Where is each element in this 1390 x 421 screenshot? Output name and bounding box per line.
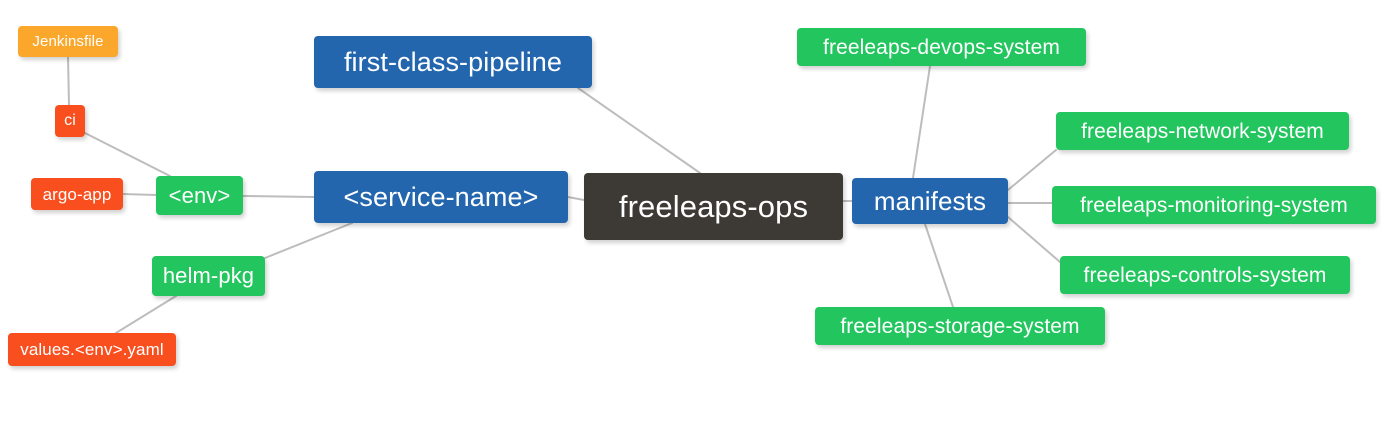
mindmap-node-label: freeleaps-monitoring-system	[1080, 193, 1348, 217]
mindmap-edge	[264, 222, 353, 259]
mindmap-node-argo-app[interactable]: argo-app	[31, 178, 123, 210]
mindmap-node-label: Jenkinsfile	[32, 33, 104, 50]
mindmap-node-label: ci	[64, 112, 76, 129]
mindmap-node-label: freeleaps-devops-system	[823, 35, 1060, 59]
mindmap-node-label: first-class-pipeline	[343, 46, 563, 77]
mindmap-node-env[interactable]: <env>	[156, 176, 243, 215]
mindmap-edge	[84, 132, 171, 177]
mindmap-edge	[912, 65, 931, 179]
mindmap-node-manifests[interactable]: manifests	[852, 178, 1008, 224]
mindmap-edge	[67, 56, 70, 106]
mindmap-edge	[115, 295, 177, 334]
mindmap-node-first-class-pipeline[interactable]: first-class-pipeline	[314, 36, 592, 88]
mindmap-node-service-name[interactable]: <service-name>	[314, 171, 568, 223]
mindmap-edge	[567, 196, 585, 201]
mindmap-edge	[924, 223, 954, 308]
mindmap-node-label: freeleaps-storage-system	[840, 314, 1080, 338]
mindmap-node-freeleaps-ops[interactable]: freeleaps-ops	[584, 173, 843, 240]
mindmap-edge	[242, 195, 315, 198]
mindmap-node-label: values.<env>.yaml	[20, 340, 164, 359]
mindmap-edge	[577, 87, 701, 174]
mindmap-node-values-env-yaml[interactable]: values.<env>.yaml	[8, 333, 176, 366]
mindmap-node-label: <env>	[168, 182, 231, 208]
mindmap-node-jenkinsfile[interactable]: Jenkinsfile	[18, 26, 118, 57]
mindmap-node-label: freeleaps-ops	[618, 189, 809, 224]
mindmap-node-label: manifests	[873, 186, 987, 216]
mindmap-node-freeleaps-network-system[interactable]: freeleaps-network-system	[1056, 112, 1349, 150]
mindmap-node-label: argo-app	[42, 184, 112, 204]
mindmap-edge	[1007, 149, 1057, 191]
mindmap-node-label: helm-pkg	[162, 263, 255, 288]
mindmap-node-freeleaps-storage-system[interactable]: freeleaps-storage-system	[815, 307, 1105, 345]
mindmap-node-label: freeleaps-controls-system	[1083, 263, 1327, 287]
mindmap-edge	[122, 193, 157, 196]
mindmap-node-label: freeleaps-network-system	[1081, 119, 1324, 143]
mindmap-node-freeleaps-monitoring-system[interactable]: freeleaps-monitoring-system	[1052, 186, 1376, 224]
mindmap-node-freeleaps-controls-system[interactable]: freeleaps-controls-system	[1060, 256, 1350, 294]
mindmap-node-freeleaps-devops-system[interactable]: freeleaps-devops-system	[797, 28, 1086, 66]
mindmap-node-label: <service-name>	[343, 181, 539, 212]
mindmap-node-helm-pkg[interactable]: helm-pkg	[152, 256, 265, 296]
mindmap-edge	[1007, 216, 1061, 263]
mindmap-node-ci[interactable]: ci	[55, 105, 85, 137]
